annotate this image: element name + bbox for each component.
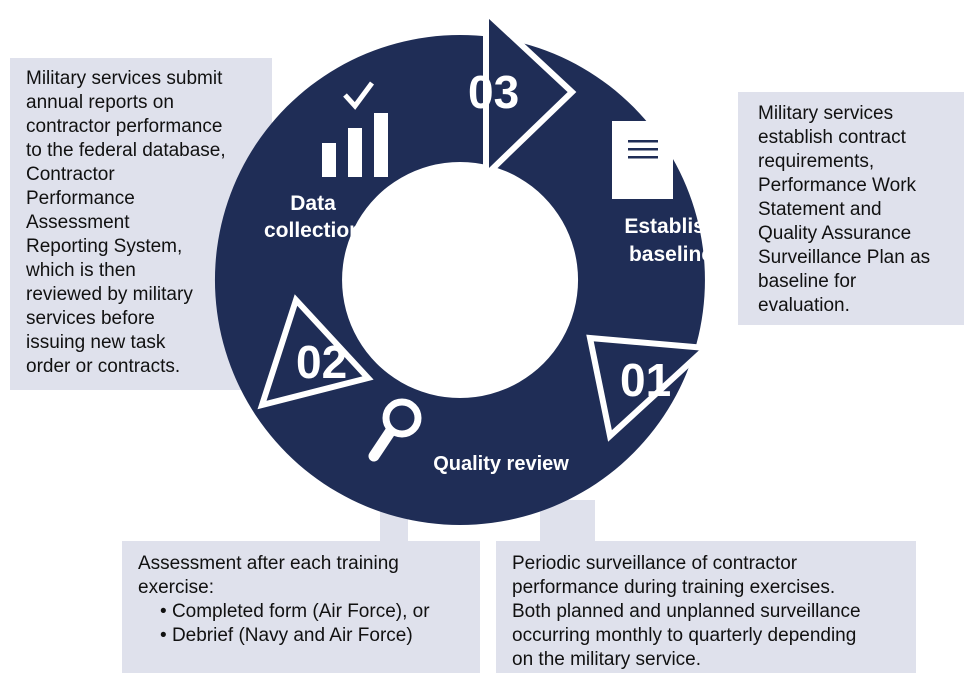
text-line: Military services submit bbox=[26, 68, 223, 89]
text-line: Assessment bbox=[26, 212, 130, 233]
text-line: exercise: bbox=[138, 577, 215, 598]
text-line: Both planned and unplanned surveillance bbox=[512, 601, 861, 622]
bullet-text: Completed form (Air Force), or bbox=[171, 601, 430, 622]
arrow-head-01 bbox=[586, 334, 714, 442]
bullet-text: Debrief (Navy and Air Force) bbox=[171, 625, 413, 646]
surveillance-description: Periodic surveillance of contractor perf… bbox=[496, 541, 916, 673]
text-line: to the federal database, bbox=[26, 140, 226, 161]
text-line: occurring monthly to quarterly depending bbox=[512, 625, 857, 646]
assessment-description: Assessment after each training exercise:… bbox=[122, 541, 480, 673]
text-line: on the military service. bbox=[512, 649, 702, 670]
bullet-item: • Completed form (Air Force), or bbox=[160, 601, 430, 622]
document-icon bbox=[612, 121, 673, 199]
step-label-line: baseline bbox=[629, 243, 713, 266]
text-line: Assessment after each training bbox=[138, 553, 399, 574]
magnifier-icon bbox=[368, 398, 422, 462]
step-label-line: Quality review bbox=[433, 453, 569, 475]
ring-shape bbox=[214, 35, 705, 525]
text-line: issuing new task bbox=[26, 332, 166, 353]
step-label-line: Establish bbox=[624, 215, 717, 238]
text-line: Performance Work bbox=[758, 175, 917, 196]
text-line: annual reports on bbox=[26, 92, 174, 113]
arrow-head-03 bbox=[483, 5, 577, 183]
text-line: Reporting System, bbox=[26, 236, 183, 257]
step-label-line: Data bbox=[290, 192, 336, 215]
bullet-item: • Debrief (Navy and Air Force) bbox=[160, 625, 413, 646]
text-line: Periodic surveillance of contractor bbox=[512, 553, 798, 574]
arrow-head-02 bbox=[257, 294, 374, 410]
establish-baseline-description: Military services establish contract req… bbox=[738, 92, 964, 325]
text-line: requirements, bbox=[758, 151, 875, 172]
step-label-line: collection bbox=[264, 219, 362, 242]
text-line: Contractor bbox=[26, 164, 115, 185]
text-line: establish contract bbox=[758, 127, 906, 148]
text-line: Performance bbox=[26, 188, 135, 209]
step-number-01: 01 bbox=[620, 354, 671, 406]
text-line: Surveillance Plan as bbox=[758, 247, 931, 268]
text-line: Military services bbox=[758, 103, 894, 124]
step-number-03: 03 bbox=[468, 66, 519, 118]
text-line: evaluation. bbox=[758, 295, 850, 316]
text-line: contractor performance bbox=[26, 116, 223, 137]
step-number-02: 02 bbox=[296, 336, 347, 388]
text-line: performance during training exercises. bbox=[512, 577, 836, 598]
text-line: which is then bbox=[26, 260, 136, 281]
bar-chart-check-icon bbox=[322, 81, 388, 177]
text-line: Statement and bbox=[758, 199, 882, 220]
text-line: reviewed by military bbox=[26, 284, 193, 305]
text-line: services before bbox=[26, 308, 155, 329]
text-line: order or contracts. bbox=[26, 356, 181, 377]
text-line: Quality Assurance bbox=[758, 223, 912, 244]
text-line: baseline for bbox=[758, 271, 857, 292]
